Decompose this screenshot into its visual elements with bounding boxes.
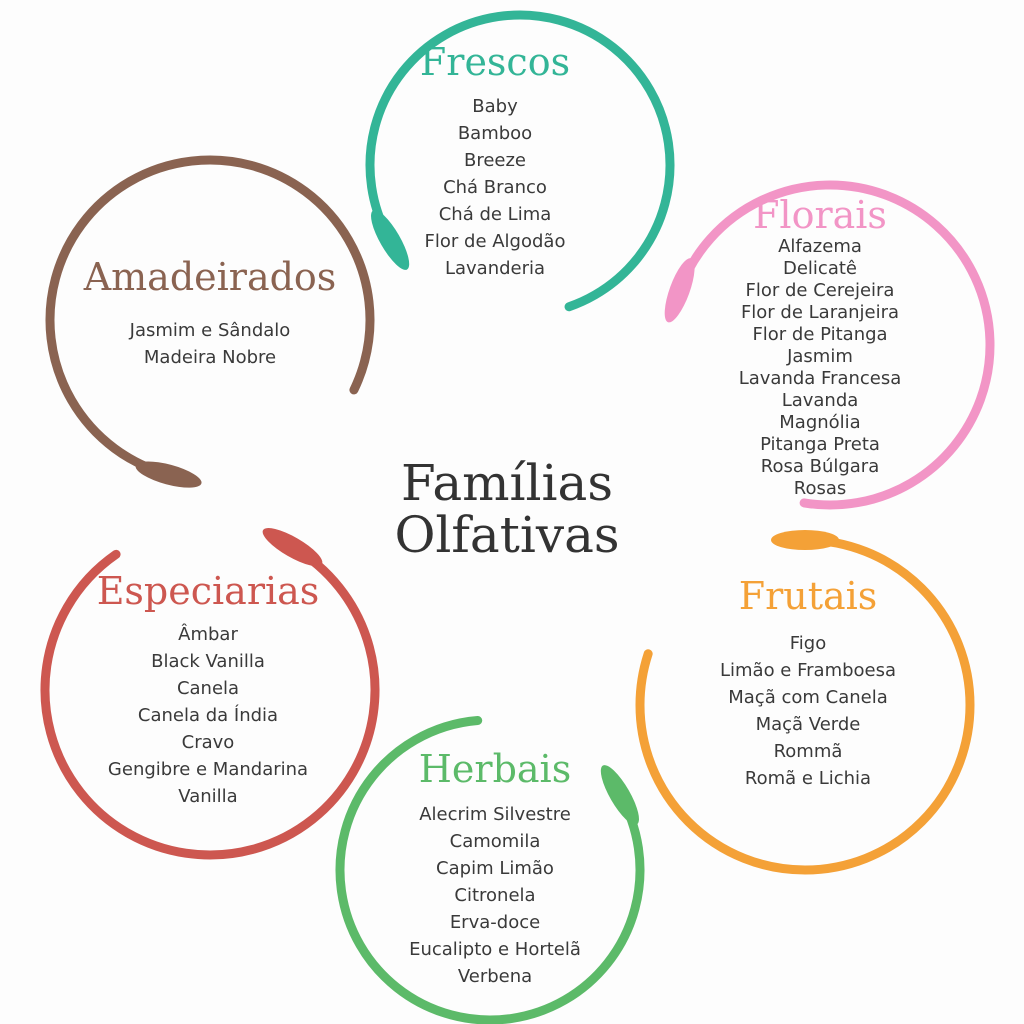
especiarias-item: Canela [177,678,239,699]
center-title-line1: Famílias [401,454,613,512]
florais-item: Lavanda [782,390,859,411]
florais-item: Flor de Laranjeira [741,302,899,323]
especiarias-item: Âmbar [178,623,238,645]
herbais-item: Erva-doce [450,912,540,933]
frutais-item: Romã e Lichia [745,768,871,789]
especiarias-flourish-icon [262,528,323,567]
florais-item: Pitanga Preta [760,434,880,455]
especiarias-item: Vanilla [178,786,237,807]
frutais-item: Rommã [774,741,843,762]
florais-item: Alfazema [778,236,862,257]
herbais-item: Verbena [458,966,532,987]
amadeirados-flourish-icon [135,461,202,488]
frutais-item: Figo [790,633,826,654]
frescos-title: Frescos [420,40,570,84]
frescos-item: Bamboo [458,123,532,144]
florais-title: Florais [753,193,887,237]
frescos-item: Flor de Algodão [425,231,566,252]
especiarias-title: Especiarias [97,569,320,613]
herbais-flourish-icon [600,765,639,825]
amadeirados-item: Jasmim e Sândalo [129,320,291,341]
especiarias-item: Black Vanilla [151,651,265,672]
amadeirados-item: Madeira Nobre [144,347,276,368]
especiarias-item: Cravo [182,732,235,753]
frutais-item: Maçã com Canela [728,687,888,708]
frutais-item: Maçã Verde [756,714,861,735]
herbais-item: Alecrim Silvestre [419,804,571,825]
florais-flourish-icon [664,258,695,323]
florais-item: Flor de Pitanga [752,324,887,345]
especiarias-item: Gengibre e Mandarina [108,759,308,780]
herbais-item: Capim Limão [436,858,554,879]
frescos-item: Chá Branco [443,177,547,198]
herbais-item: Citronela [454,885,535,906]
center-title-line2: Olfativas [394,506,619,564]
frescos-flourish-icon [371,210,410,270]
florais-item: Rosa Búlgara [761,456,880,477]
florais-item: Lavanda Francesa [739,368,902,389]
especiarias-item: Canela da Índia [138,704,278,726]
herbais-item: Eucalipto e Hortelã [409,939,581,960]
frutais-title: Frutais [739,574,878,618]
florais-item: Jasmim [786,346,853,367]
frutais-item: Limão e Framboesa [720,660,896,681]
herbais-title: Herbais [419,747,571,791]
amadeirados-title: Amadeirados [83,255,337,299]
florais-item: Delicatê [783,258,857,279]
frescos-item: Chá de Lima [439,204,552,225]
florais-item: Rosas [794,478,847,499]
florais-item: Magnólia [779,412,860,433]
florais-item: Flor de Cerejeira [746,280,895,301]
herbais-item: Camomila [450,831,541,852]
frescos-item: Breeze [464,150,526,171]
frutais-flourish-icon [771,530,839,550]
frescos-item: Baby [472,96,518,117]
frescos-item: Lavanderia [445,258,545,279]
